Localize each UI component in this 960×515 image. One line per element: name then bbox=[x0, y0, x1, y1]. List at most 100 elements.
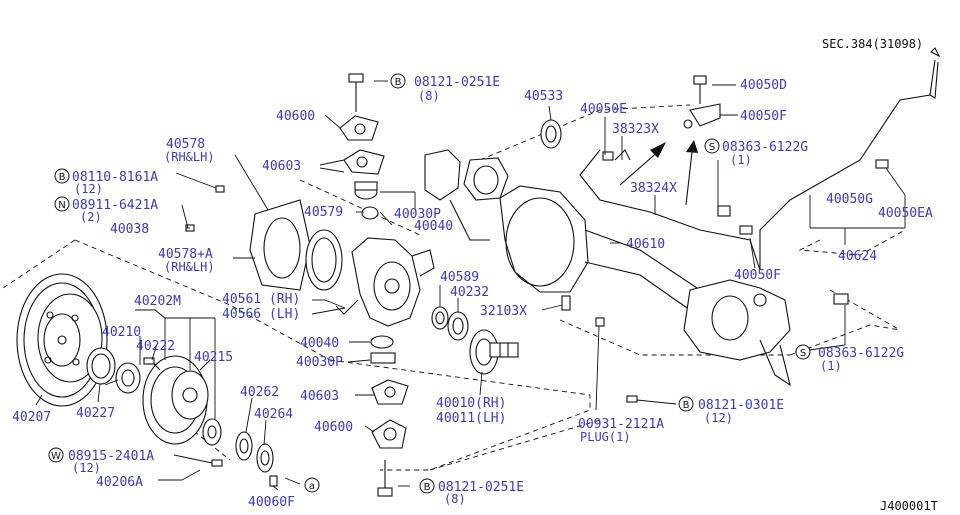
drive-flange bbox=[469, 329, 519, 375]
label-40262: 40262 bbox=[240, 385, 279, 400]
callout-n-left: N bbox=[54, 196, 70, 212]
label-08110-8161a: 08110-8161A bbox=[72, 170, 158, 185]
label-38324x: 38324X bbox=[630, 181, 677, 196]
label-00931-2121a: 00931-2121A bbox=[578, 417, 664, 432]
hose-bracket bbox=[614, 75, 849, 305]
label-plug-1: PLUG(1) bbox=[580, 430, 631, 444]
label-40624: 40624 bbox=[838, 249, 877, 264]
section-reference: SEC.384(31098) bbox=[822, 37, 923, 51]
label-40227: 40227 bbox=[76, 406, 115, 421]
label-08911-6421a: 08911-6421A bbox=[72, 198, 158, 213]
label-40040-bottom: 40040 bbox=[300, 336, 339, 351]
label-40010-rh: 40010(RH) bbox=[436, 396, 506, 411]
label-qty-2: (2) bbox=[80, 210, 102, 224]
label-40610: 40610 bbox=[626, 237, 665, 252]
label-40533: 40533 bbox=[524, 89, 563, 104]
label-40210: 40210 bbox=[102, 325, 141, 340]
label-40600-bottom: 40600 bbox=[314, 420, 353, 435]
svg-text:B: B bbox=[683, 400, 690, 411]
label-qty-12-b: (12) bbox=[704, 411, 733, 425]
svg-text:B: B bbox=[395, 77, 402, 88]
svg-text:a: a bbox=[309, 481, 315, 492]
label-40050d: 40050D bbox=[740, 78, 787, 93]
label-40589: 40589 bbox=[440, 270, 479, 285]
callout-b-top: B bbox=[390, 73, 406, 89]
label-qty-8-top: (8) bbox=[418, 89, 440, 103]
label-qty-12-c: (12) bbox=[72, 461, 101, 475]
washers bbox=[235, 431, 274, 473]
label-40578: 40578 bbox=[166, 137, 205, 152]
label-08915-2401a: 08915-2401A bbox=[68, 449, 154, 464]
label-32103x: 32103X bbox=[480, 304, 527, 319]
label-rhlh-b: (RH&LH) bbox=[164, 260, 215, 274]
svg-text:B: B bbox=[424, 482, 431, 493]
part-labels: SEC.384(31098) 40600 08121-0251E (8) 405… bbox=[12, 37, 938, 513]
wheel-hub bbox=[142, 355, 211, 445]
callout-circles: B S B N S B W B a bbox=[48, 73, 811, 494]
bearing-40210 bbox=[115, 362, 141, 394]
label-40050g: 40050G bbox=[826, 192, 873, 207]
label-40578a: 40578+A bbox=[158, 247, 213, 262]
label-40566-lh: 40566 (LH) bbox=[222, 307, 300, 322]
label-40600-top: 40600 bbox=[276, 109, 315, 124]
label-qty-8-bottom: (8) bbox=[444, 492, 466, 506]
label-40232: 40232 bbox=[450, 285, 489, 300]
label-40264: 40264 bbox=[254, 407, 293, 422]
leader-lines bbox=[35, 80, 906, 491]
label-40207: 40207 bbox=[12, 410, 51, 425]
label-40050f-bottom: 40050F bbox=[734, 268, 781, 283]
label-rhlh-a: (RH&LH) bbox=[164, 150, 215, 164]
label-40202m: 40202M bbox=[134, 294, 181, 309]
label-40050ea: 40050EA bbox=[878, 206, 933, 221]
callout-b-bottom: B bbox=[419, 478, 435, 494]
seal-40533 bbox=[540, 119, 562, 149]
label-qty-1-b: (1) bbox=[820, 359, 842, 373]
callout-s-top: S bbox=[704, 138, 720, 154]
svg-text:W: W bbox=[51, 451, 61, 462]
axle-housing bbox=[424, 149, 791, 387]
callout-s-right: S bbox=[795, 344, 811, 360]
seal-40579 bbox=[305, 229, 343, 291]
label-40050f-top: 40050F bbox=[740, 109, 787, 124]
label-40579: 40579 bbox=[304, 205, 343, 220]
svg-text:S: S bbox=[800, 348, 806, 359]
label-08121-0251e-bottom: 08121-0251E bbox=[438, 480, 524, 495]
svg-text:N: N bbox=[58, 200, 65, 211]
svg-text:S: S bbox=[709, 142, 715, 153]
label-40222: 40222 bbox=[136, 339, 175, 354]
brake-rotor bbox=[16, 273, 108, 407]
label-08121-0301e: 08121-0301E bbox=[698, 398, 784, 413]
bearing-40215 bbox=[202, 418, 222, 446]
backing-plate bbox=[249, 199, 311, 291]
label-08121-0251e-top: 08121-0251E bbox=[414, 75, 500, 90]
arrows bbox=[619, 140, 698, 206]
kingpin-top-parts bbox=[339, 73, 385, 220]
diagram-id: J400001T bbox=[880, 499, 938, 513]
label-40030p-top: 40030P bbox=[394, 207, 441, 222]
label-40603-top: 40603 bbox=[262, 159, 301, 174]
label-qty-12-a: (12) bbox=[74, 182, 103, 196]
label-qty-1-a: (1) bbox=[730, 153, 752, 167]
svg-text:B: B bbox=[59, 172, 66, 183]
label-40038: 40038 bbox=[110, 222, 149, 237]
label-40040-top: 40040 bbox=[414, 219, 453, 234]
callout-b-left: B bbox=[54, 168, 70, 184]
label-40603-bottom: 40603 bbox=[300, 389, 339, 404]
callout-a-ref: a bbox=[304, 477, 320, 493]
label-40011-lh: 40011(LH) bbox=[436, 411, 506, 426]
callout-w-left: W bbox=[48, 447, 64, 463]
label-40215: 40215 bbox=[194, 350, 233, 365]
label-38323x: 38323X bbox=[612, 122, 659, 137]
steering-knuckle bbox=[335, 237, 435, 327]
label-40561-rh: 40561 (RH) bbox=[222, 292, 300, 307]
label-08363-6122g-bottom: 08363-6122G bbox=[818, 346, 904, 361]
label-08363-6122g-top: 08363-6122G bbox=[722, 140, 808, 155]
callout-b-right: B bbox=[678, 396, 694, 412]
label-40050e: 40050E bbox=[580, 102, 627, 117]
label-40206a: 40206A bbox=[96, 475, 143, 490]
kingpin-bottom-parts bbox=[370, 335, 409, 497]
label-40060f: 40060F bbox=[248, 495, 295, 510]
seals-40589-40232 bbox=[431, 306, 469, 341]
